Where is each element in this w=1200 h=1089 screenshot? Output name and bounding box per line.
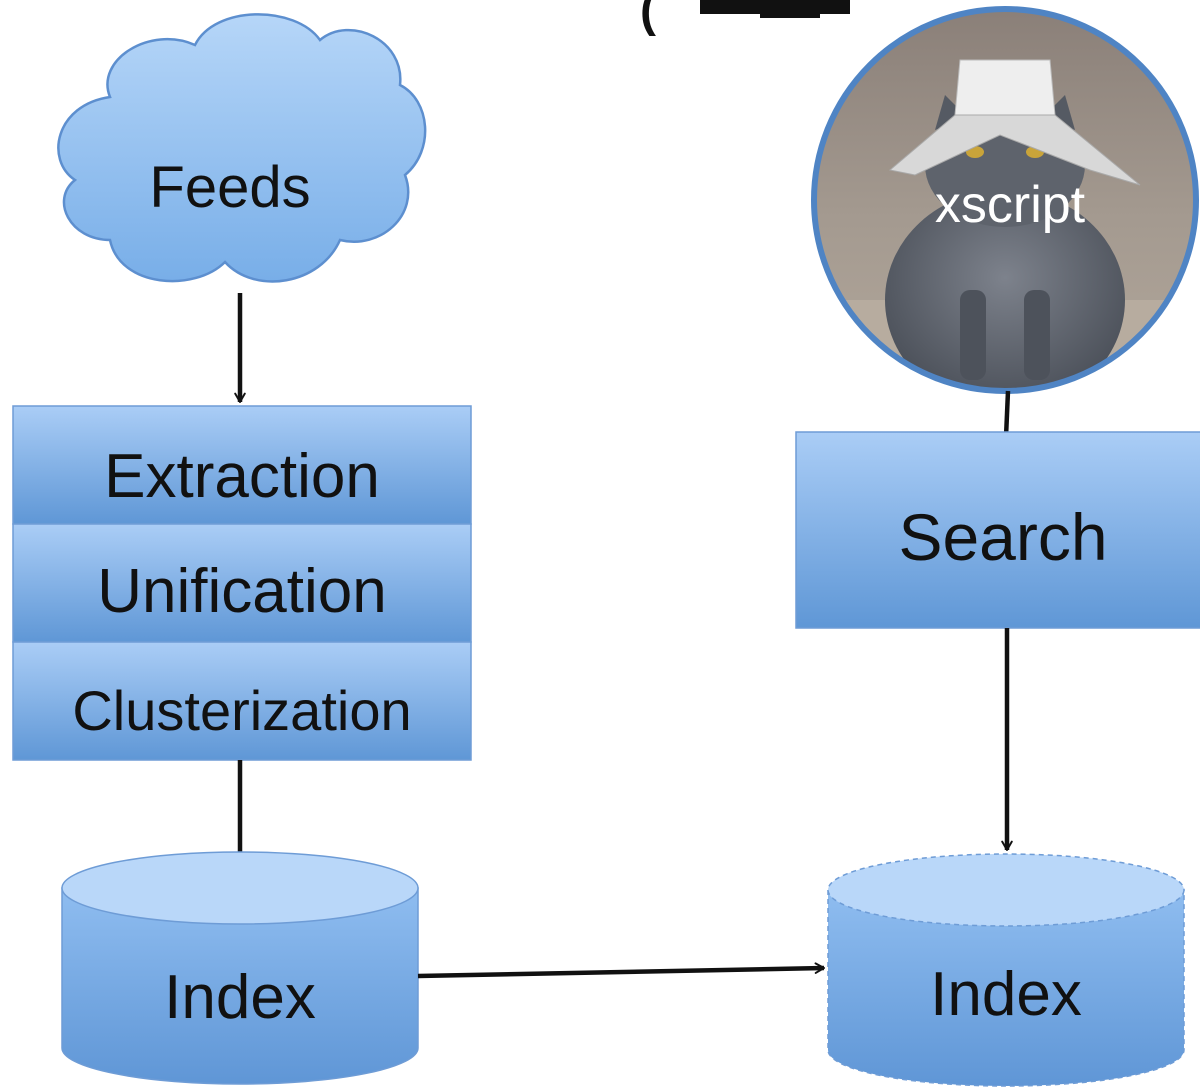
index-right-label: Index [930, 960, 1082, 1029]
feeds-cloud: Feeds [57, 13, 427, 283]
feeds-label: Feeds [149, 155, 310, 220]
search-box [795, 431, 1200, 629]
search-label: Search [898, 500, 1107, 574]
database-cylinder-icon [61, 887, 419, 1085]
index-left-top [61, 851, 419, 925]
clusterization-box [12, 641, 472, 761]
xscript-ring [811, 6, 1199, 394]
clusterization-label: Clusterization [72, 679, 411, 742]
processing-stack: Extraction Unification Clusterization [12, 405, 472, 761]
database-cylinder-icon [827, 889, 1185, 1087]
extraction-label: Extraction [104, 442, 380, 511]
index-left-label: Index [164, 963, 316, 1032]
extraction-box [12, 405, 472, 525]
index-right-cylinder: Index [827, 853, 1185, 1087]
title-fragment: ( [640, 0, 656, 37]
index-right-top [827, 853, 1185, 927]
title-cropped-mark [760, 10, 820, 18]
xscript-label: xscript [935, 176, 1086, 234]
arrow-index-to-index [417, 962, 825, 979]
index-left-cylinder: Index [61, 851, 419, 1085]
search-node: Search [795, 431, 1200, 629]
unification-label: Unification [97, 557, 386, 626]
cloud-icon [57, 13, 427, 283]
xscript-node: xscript [811, 6, 1199, 394]
